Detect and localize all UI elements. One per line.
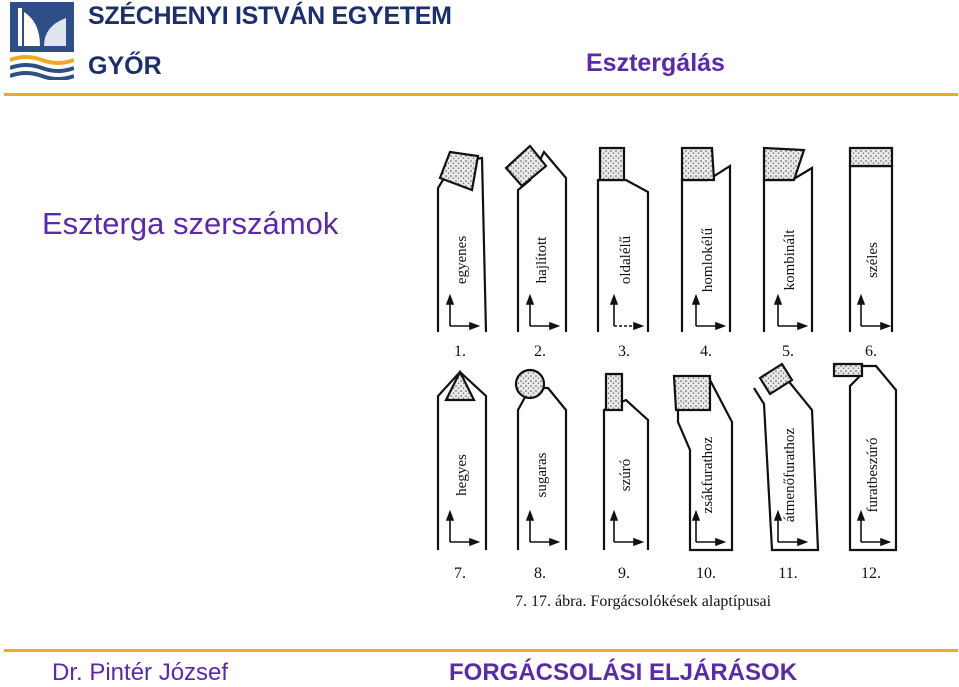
arrow-head <box>797 321 809 331</box>
arrow-head <box>609 293 619 305</box>
header-divider <box>4 93 958 96</box>
arrow-head <box>549 537 561 547</box>
author-name: Dr. Pintér József <box>52 659 229 686</box>
tool-9-body <box>602 398 650 550</box>
tool-8-insert <box>514 368 546 400</box>
tool-3-body <box>596 178 650 332</box>
tool-number-label: 11. <box>778 565 797 582</box>
arrow-head <box>880 537 892 547</box>
tools-drawing: egyenes hajlított oldalélű homlokélű kombiná… <box>436 144 898 610</box>
tool-10-body <box>676 379 734 552</box>
arrow-head <box>525 293 535 305</box>
tool-name-label: hegyes <box>454 454 470 496</box>
tool-name-label: széles <box>865 242 881 278</box>
tool-3-insert <box>598 146 626 182</box>
tool-7-insert <box>444 369 476 402</box>
course-name: FORGÁCSOLÁSI ELJÁRÁSOK <box>449 659 798 686</box>
tool-number-label: 7. <box>454 565 466 582</box>
city-name: GYŐR <box>88 52 162 80</box>
tool-6-insert <box>848 146 894 168</box>
lathe-tools-figure: egyenes hajlított oldalélű homlokélű kombiná… <box>420 110 940 615</box>
arrow-head <box>445 509 455 521</box>
tool-number-label: 12. <box>861 565 881 582</box>
arrow-head <box>469 321 481 331</box>
arrow-head <box>691 509 701 521</box>
arrow-head <box>797 537 809 547</box>
arrow-head <box>715 537 727 547</box>
tool-name-label: szúró <box>618 459 634 492</box>
arrow-head <box>773 509 783 521</box>
tool-2-insert <box>504 144 548 188</box>
slide-title: Eszterga szerszámok <box>42 206 339 241</box>
figure-caption: 7. 17. ábra. Forgácsolókések alaptípusai <box>515 593 772 610</box>
university-logo <box>9 2 75 81</box>
tool-name-label: kombinált <box>782 229 798 291</box>
arrow-head <box>549 321 561 331</box>
tool-name-label: sugaras <box>534 452 550 497</box>
tool-9-insert <box>604 372 624 412</box>
slide-topic: Esztergálás <box>586 49 725 77</box>
tool-name-label: zsákfurathoz <box>700 436 716 513</box>
tool-number-label: 5. <box>782 343 794 360</box>
tool-11-body <box>753 377 820 552</box>
tool-number-label: 3. <box>618 343 630 360</box>
arrow-head <box>633 321 645 331</box>
tool-11-insert <box>758 362 794 396</box>
tool-10-insert <box>672 374 712 412</box>
arrow-head <box>773 293 783 305</box>
tool-name-label: egyenes <box>454 236 470 284</box>
arrow-head <box>633 537 645 547</box>
tool-4-insert <box>680 146 716 182</box>
arrow-head <box>469 537 481 547</box>
arrow-head <box>856 293 866 305</box>
tool-number-label: 9. <box>618 565 630 582</box>
arrow-head <box>609 509 619 521</box>
university-name: SZÉCHENYI ISTVÁN EGYETEM <box>88 2 452 30</box>
footer-divider <box>4 649 958 652</box>
arrow-head <box>856 509 866 521</box>
tool-12-insert <box>832 362 864 378</box>
tool-number-label: 6. <box>865 343 877 360</box>
tool-name-label: oldalélű <box>618 235 634 284</box>
tool-name-label: homlokélű <box>700 227 716 292</box>
tool-number-label: 2. <box>534 343 546 360</box>
arrow-head <box>880 321 892 331</box>
tool-name-label: furatbeszúró <box>865 438 881 513</box>
tool-1-insert <box>438 150 480 192</box>
tool-name-label: hajlított <box>534 236 550 283</box>
tool-number-label: 1. <box>454 343 466 360</box>
arrow-head <box>715 321 727 331</box>
arrow-head <box>691 293 701 305</box>
tool-number-label: 10. <box>696 565 716 582</box>
tool-number-label: 4. <box>700 343 712 360</box>
tool-number-label: 8. <box>534 565 546 582</box>
arrow-head <box>445 293 455 305</box>
tool-5-insert <box>762 146 806 182</box>
arrow-head <box>525 509 535 521</box>
tool-12-body <box>834 364 898 552</box>
tool-name-label: átmenőfurathoz <box>782 428 798 522</box>
